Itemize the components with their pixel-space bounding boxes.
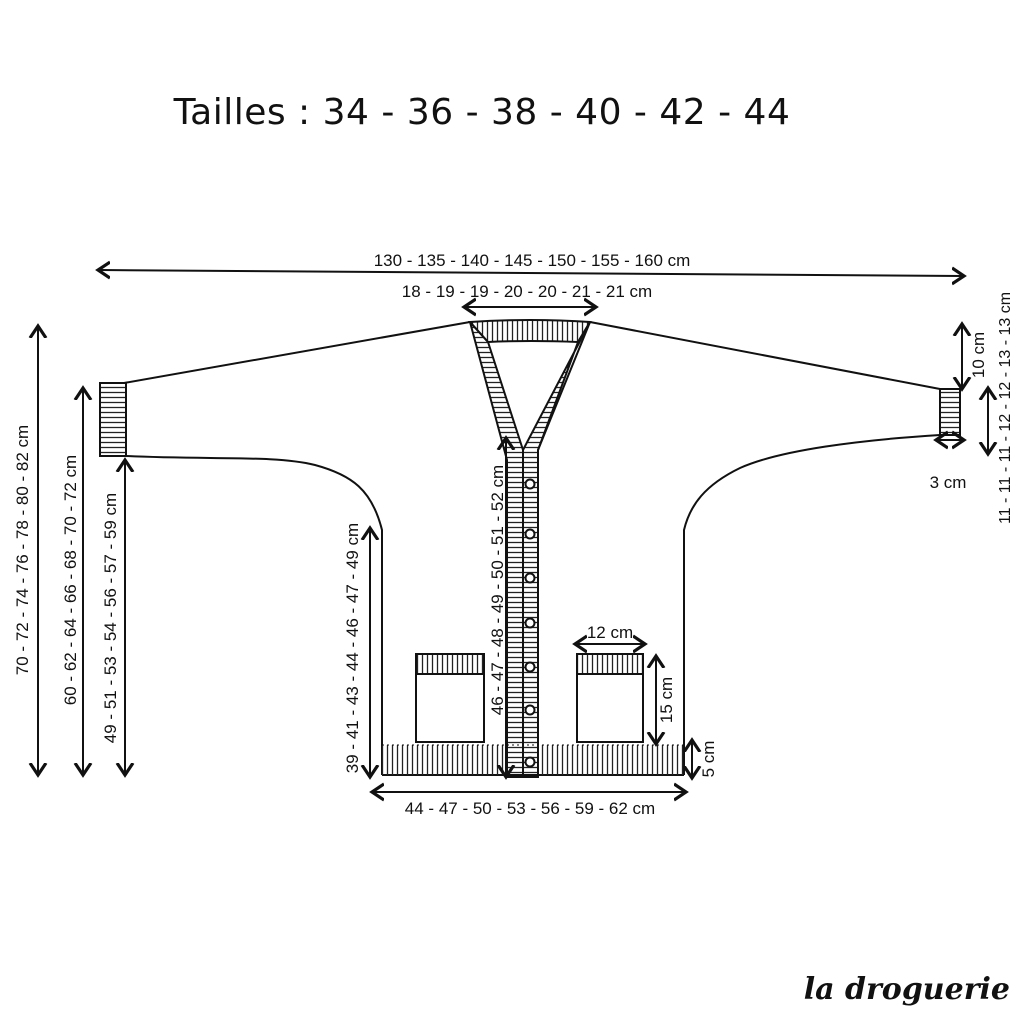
cuff-top-label: 10 cm xyxy=(969,332,988,378)
neck-width-label: 18 - 19 - 19 - 20 - 20 - 21 - 21 cm xyxy=(402,282,652,301)
hem-ribbing-right xyxy=(538,745,684,775)
body-side-label: 39 - 41 - 43 - 44 - 46 - 47 - 49 cm xyxy=(343,523,362,773)
brand-logo-text: la droguerie xyxy=(803,972,1010,1007)
left-pocket-ribbing xyxy=(415,653,485,675)
button-group xyxy=(524,478,536,768)
button-7 xyxy=(524,756,536,768)
button-6 xyxy=(524,704,536,716)
ribbing-height-label: 5 cm xyxy=(699,741,718,778)
sleeve-right-label: 11 - 11 - 11 - 12 - 12 - 13 - 13 cm xyxy=(997,292,1014,524)
back-neck-band xyxy=(467,319,592,344)
bottom-width-label: 44 - 47 - 50 - 53 - 56 - 59 - 62 cm xyxy=(405,799,655,818)
pocket-height-label: 15 cm xyxy=(657,677,676,723)
button-1 xyxy=(524,478,536,490)
button-5 xyxy=(524,661,536,673)
right-shoulder-sleeve-top xyxy=(589,321,941,390)
underarm-length-label: 60 - 62 - 64 - 66 - 68 - 70 - 72 cm xyxy=(61,455,80,705)
button-2 xyxy=(524,528,536,540)
left-underarm-curve xyxy=(125,455,383,775)
button-3 xyxy=(524,572,536,584)
button-4 xyxy=(524,617,536,629)
left-pocket xyxy=(415,653,485,743)
pocket-width-label: 12 cm xyxy=(587,623,633,642)
right-front-band-edge xyxy=(537,321,591,777)
hem-ribbing-left xyxy=(382,745,507,775)
right-pocket xyxy=(576,653,644,743)
cuff-band-width-label: 3 cm xyxy=(930,473,967,492)
left-cuff xyxy=(99,382,127,457)
total-width-label: 130 - 135 - 140 - 145 - 150 - 155 - 160 … xyxy=(374,251,691,270)
size-title: Tailles : 34 - 36 - 38 - 40 - 42 - 44 xyxy=(173,92,791,133)
garment-outline xyxy=(123,321,941,776)
left-shoulder-sleeve-top xyxy=(123,321,471,384)
cuff-height-label: 49 - 51 - 53 - 54 - 56 - 57 - 59 cm xyxy=(101,493,120,743)
total-length-label: 70 - 72 - 74 - 76 - 78 - 80 - 82 cm xyxy=(13,425,32,675)
total-width-arrow xyxy=(100,270,962,276)
right-cuff xyxy=(939,388,961,436)
front-opening-label: 46 - 47 - 48 - 49 - 50 - 51 - 52 cm xyxy=(488,465,507,715)
right-pocket-ribbing xyxy=(576,653,644,675)
right-underarm-curve xyxy=(683,434,941,775)
